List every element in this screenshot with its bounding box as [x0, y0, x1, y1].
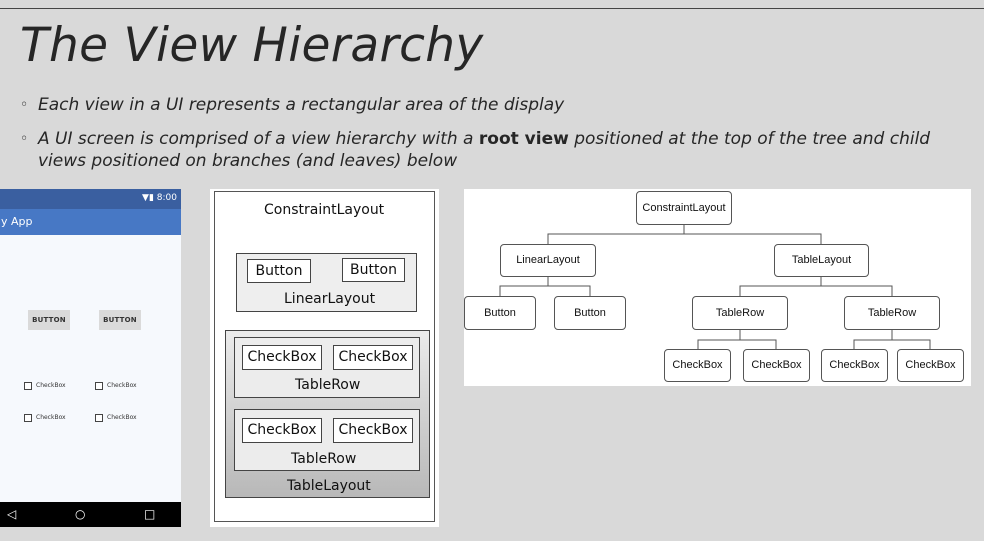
phone-button-2[interactable]: BUTTON: [99, 310, 141, 330]
bullet-2: ◦ A UI screen is comprised of a view hie…: [20, 128, 950, 172]
status-icons: ▼▮ 8:00: [142, 193, 177, 203]
checkbox-icon[interactable]: [24, 381, 32, 390]
bullet-1: ◦ Each view in a UI represents a rectang…: [20, 94, 564, 116]
nav-bar: ◁ ○ □: [0, 502, 181, 527]
tree-node-table-layout: TableLayout: [774, 244, 869, 277]
recent-apps-icon[interactable]: □: [144, 507, 156, 521]
constraint-layout-label: ConstraintLayout: [264, 202, 385, 218]
linear-layout-label: LinearLayout: [284, 291, 376, 307]
bullet-marker-icon: ◦: [20, 131, 29, 147]
nested-layout-diagram: ConstraintLayout Button Button LinearLay…: [210, 189, 439, 527]
checkbox-icon[interactable]: [95, 413, 103, 422]
slide-title: The View Hierarchy: [20, 18, 484, 73]
nested-checkbox-2: CheckBox: [333, 345, 413, 370]
status-bar: ▼▮ 8:00: [0, 189, 181, 209]
phone-checkbox-2[interactable]: CheckBox: [95, 381, 137, 390]
tree-node-button-2: Button: [554, 296, 626, 330]
tree-node-checkbox-4: CheckBox: [897, 349, 964, 382]
top-rule: [0, 8, 984, 9]
bullet-2-text-pre: A UI screen is comprised of a view hiera…: [38, 129, 479, 149]
phone-checkbox-label: CheckBox: [107, 382, 137, 389]
phone-checkbox-1[interactable]: CheckBox: [24, 381, 66, 390]
tree-node-table-row-1: TableRow: [692, 296, 788, 330]
bullet-2-root-view: root view: [478, 129, 569, 149]
connector-linear: [499, 277, 591, 296]
phone-button-1[interactable]: BUTTON: [28, 310, 70, 330]
phone-checkbox-4[interactable]: CheckBox: [95, 413, 137, 422]
tree-node-constraint-layout: ConstraintLayout: [636, 191, 732, 225]
wifi-icon: ▼: [142, 193, 149, 203]
phone-checkbox-label: CheckBox: [36, 414, 66, 421]
nested-button-2: Button: [342, 258, 405, 282]
tree-node-linear-layout: LinearLayout: [500, 244, 596, 277]
checkbox-icon[interactable]: [24, 413, 32, 422]
phone-content: BUTTON BUTTON CheckBox CheckBox CheckBox…: [0, 235, 181, 502]
home-icon[interactable]: ○: [75, 507, 86, 521]
connector-root: [547, 225, 822, 244]
nested-checkbox-1: CheckBox: [242, 345, 322, 370]
table-row-1-label: TableRow: [295, 377, 361, 393]
tree-node-checkbox-3: CheckBox: [821, 349, 888, 382]
checkbox-icon[interactable]: [95, 381, 103, 390]
app-bar-title: y App: [0, 209, 181, 235]
tree-connectors: [499, 225, 931, 349]
nested-checkbox-3: CheckBox: [242, 418, 322, 443]
tree-node-checkbox-1: CheckBox: [664, 349, 731, 382]
bullet-1-text: Each view in a UI represents a rectangul…: [38, 95, 565, 115]
phone-checkbox-3[interactable]: CheckBox: [24, 413, 66, 422]
phone-checkbox-label: CheckBox: [107, 414, 137, 421]
constraint-layout-frame: [214, 191, 435, 522]
connector-row-2: [853, 330, 931, 349]
back-icon[interactable]: ◁: [7, 507, 17, 521]
nested-button-1: Button: [247, 259, 311, 283]
phone-mockup: ▼▮ 8:00 y App BUTTON BUTTON CheckBox Che…: [0, 189, 181, 527]
phone-checkbox-label: CheckBox: [36, 382, 66, 389]
bullet-marker-icon: ◦: [20, 97, 29, 113]
bullet-2-text-post: positioned at the top of the tree and ch…: [38, 129, 931, 171]
view-tree-diagram: ConstraintLayout LinearLayout TableLayou…: [464, 189, 971, 386]
table-row-2-label: TableRow: [291, 451, 357, 467]
connector-table: [739, 277, 893, 296]
connector-row-1: [697, 330, 777, 349]
nested-checkbox-4: CheckBox: [333, 418, 413, 443]
battery-icon: ▮: [148, 193, 154, 203]
table-layout-label: TableLayout: [287, 478, 371, 494]
status-time: 8:00: [156, 193, 177, 203]
tree-node-button-1: Button: [464, 296, 536, 330]
tree-node-checkbox-2: CheckBox: [743, 349, 810, 382]
tree-node-table-row-2: TableRow: [844, 296, 940, 330]
